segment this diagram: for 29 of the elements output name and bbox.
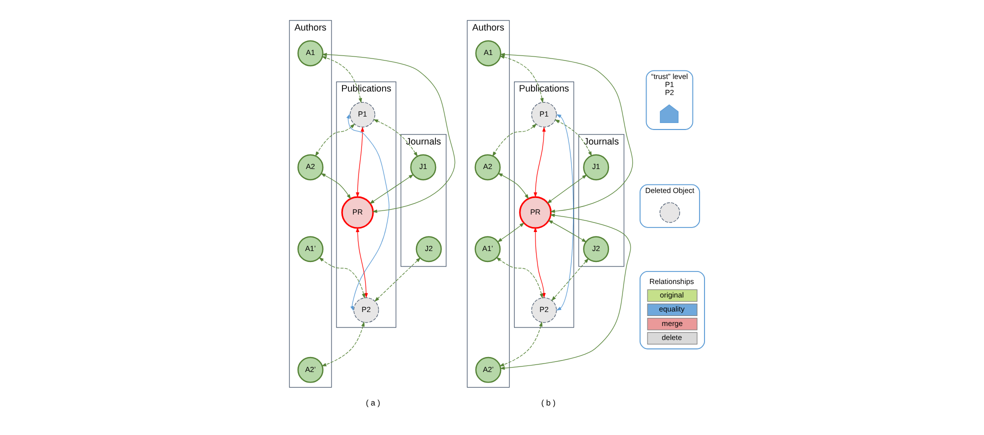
- arrow: [500, 52, 633, 213]
- arrow: [534, 126, 546, 198]
- arrow: [498, 172, 529, 200]
- arrow: [315, 124, 356, 157]
- arrow: [322, 56, 362, 104]
- arrow: [492, 124, 537, 157]
- arrow: [318, 257, 366, 299]
- arrow: [369, 174, 414, 204]
- arrow: [551, 258, 589, 302]
- arrow: [500, 214, 631, 370]
- arrow: [373, 119, 418, 157]
- arrow: [356, 227, 368, 298]
- arrow: [499, 55, 544, 104]
- arrow: [346, 114, 390, 312]
- arrow: [534, 227, 546, 298]
- arrow: [320, 173, 351, 200]
- arrow: [548, 220, 587, 242]
- arrow: [321, 322, 365, 366]
- arrow: [546, 174, 588, 204]
- node-circle: [660, 202, 680, 223]
- arrow: [374, 257, 421, 302]
- arrow: [356, 126, 364, 198]
- arrow: [556, 114, 574, 311]
- arrow: [496, 256, 544, 299]
- arrow: [497, 222, 524, 242]
- arrow: [499, 322, 542, 366]
- arrow: [554, 120, 592, 156]
- node-arrow: [660, 104, 678, 123]
- arrow: [322, 52, 456, 213]
